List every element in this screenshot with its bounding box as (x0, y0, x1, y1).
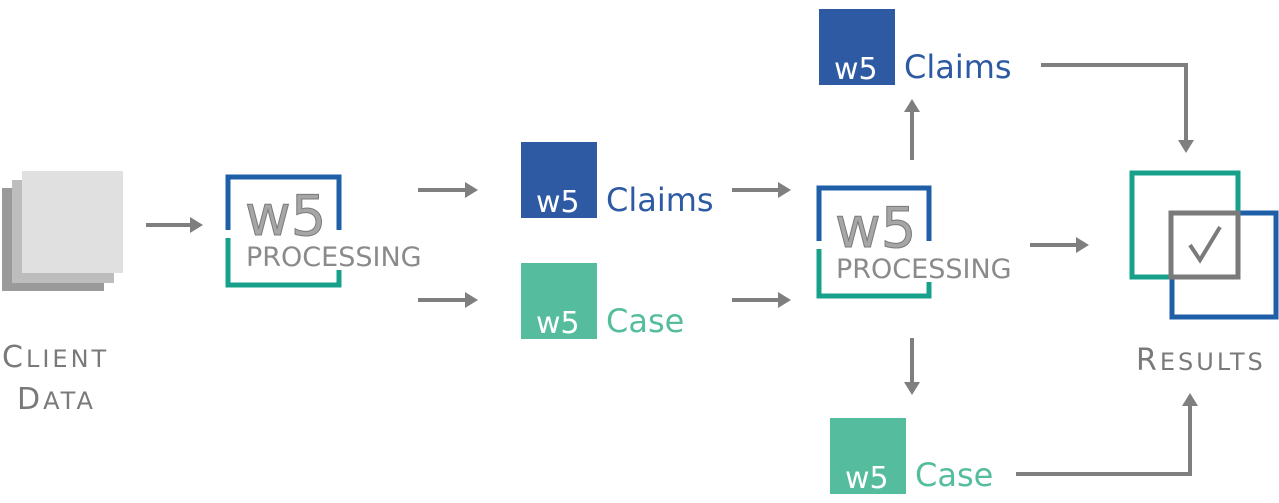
case-label-2: Case (915, 456, 993, 494)
case-logo-2: w5 (845, 461, 889, 496)
claims-node-2: w5 Claims (819, 9, 1012, 87)
processing-label-2: PROCESSING (836, 254, 1012, 285)
case-node-1: w5 Case (521, 263, 684, 341)
case-logo-square-1 (521, 263, 597, 339)
arrow-case-to-processing-2 (732, 292, 791, 308)
client-caption-line2: DATA (17, 382, 96, 417)
claims-label-1: Claims (606, 181, 714, 219)
processing-frame-blue (225, 174, 342, 230)
processing-logo: w5 (245, 184, 326, 249)
claims-node-1: w5 Claims (521, 142, 714, 220)
claims-logo-1: w5 (536, 185, 580, 220)
processing-node-2: w5 PROCESSING (816, 185, 1026, 299)
case-logo-square-2 (830, 418, 906, 494)
case-node-2: w5 Case (830, 418, 993, 496)
results-check-box (1168, 210, 1241, 280)
claims-logo-2: w5 (834, 52, 878, 87)
processing-logo-2: w5 (835, 196, 916, 261)
claims-logo-square-1 (521, 142, 597, 218)
client-caption-line1: CLIENT (2, 340, 109, 375)
arrow-claims-to-results (1041, 63, 1194, 153)
arrow-processing-to-results (1030, 237, 1089, 253)
arrow-processing-to-case-2 (904, 338, 920, 395)
arrow-case-to-results (1016, 393, 1198, 476)
case-logo-1: w5 (536, 306, 580, 341)
results-caption: RESULTS (1136, 343, 1266, 378)
processing-frame-teal (225, 238, 342, 288)
processing-label: PROCESSING (246, 242, 422, 273)
arrow-client-to-processing (146, 217, 203, 233)
arrow-claims-to-processing-2 (732, 182, 791, 198)
client-data-icon (2, 171, 123, 291)
claims-label-2: Claims (904, 48, 1012, 86)
results-icon (1129, 170, 1279, 320)
processing-frame-teal-2 (816, 249, 932, 299)
processing-frame-blue-2 (816, 185, 932, 241)
arrow-processing-to-case-1 (418, 292, 478, 308)
arrow-processing-to-claims-1 (418, 182, 478, 198)
processing-node-1: w5 PROCESSING (225, 174, 436, 288)
claims-logo-square-2 (819, 9, 895, 85)
arrow-processing-to-claims-2 (904, 99, 920, 160)
case-label-1: Case (606, 302, 684, 340)
checkmark-icon (1188, 225, 1222, 264)
